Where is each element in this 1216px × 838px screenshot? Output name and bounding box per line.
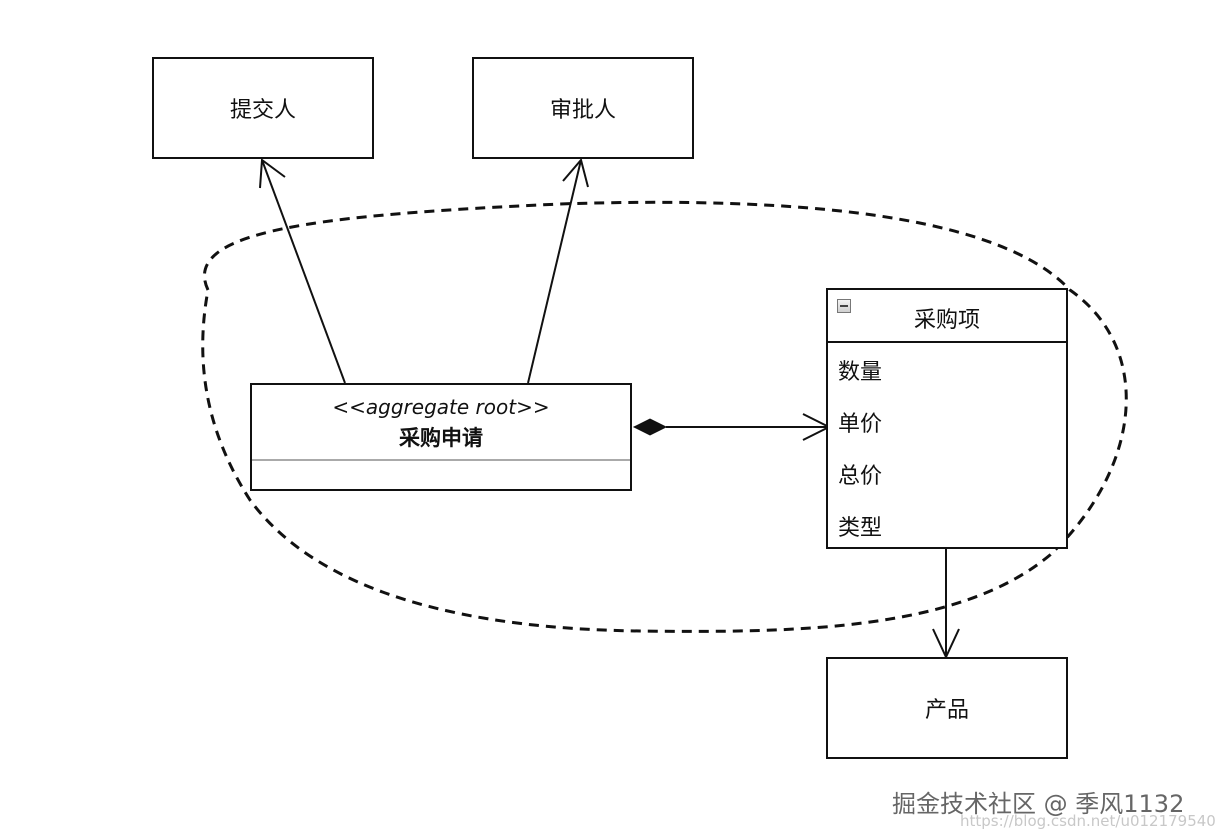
approver-box[interactable]: 审批人 xyxy=(472,57,694,159)
attribute-quantity: 数量 xyxy=(838,360,883,385)
submitter-label: 提交人 xyxy=(229,98,296,123)
watermark-url: https://blog.csdn.net/u012179540 xyxy=(960,812,1216,830)
arrow-to-approver xyxy=(527,157,589,384)
watermark-text: 掘金技术社区 @ 季风1132 xyxy=(892,790,1185,818)
arrow-to-submitter xyxy=(259,158,346,384)
product-label: 产品 xyxy=(924,698,969,723)
purchase-item-class[interactable]: 采购项 数量 单价 总价 类型 xyxy=(826,288,1068,549)
composition-arrow xyxy=(632,413,832,441)
attribute-unit-price: 单价 xyxy=(838,412,883,437)
aggregate-root-separator xyxy=(252,459,630,461)
product-box[interactable]: 产品 xyxy=(826,657,1068,759)
aggregate-root-stereotype: <<aggregate root>> xyxy=(332,395,550,419)
aggregate-boundary-ellipse xyxy=(201,200,1128,633)
collapse-icon[interactable] xyxy=(837,299,851,313)
aggregate-root-box[interactable]: <<aggregate root>> 采购申请 xyxy=(250,383,632,491)
purchase-item-header: 采购项 xyxy=(828,290,1066,343)
composition-diamond xyxy=(632,418,668,436)
submitter-box[interactable]: 提交人 xyxy=(152,57,374,159)
approver-label: 审批人 xyxy=(549,98,616,123)
purchase-item-title: 采购项 xyxy=(913,308,980,333)
aggregate-root-name: 采购申请 xyxy=(399,426,483,450)
attribute-total-price: 总价 xyxy=(838,464,883,489)
attribute-type: 类型 xyxy=(838,516,883,541)
